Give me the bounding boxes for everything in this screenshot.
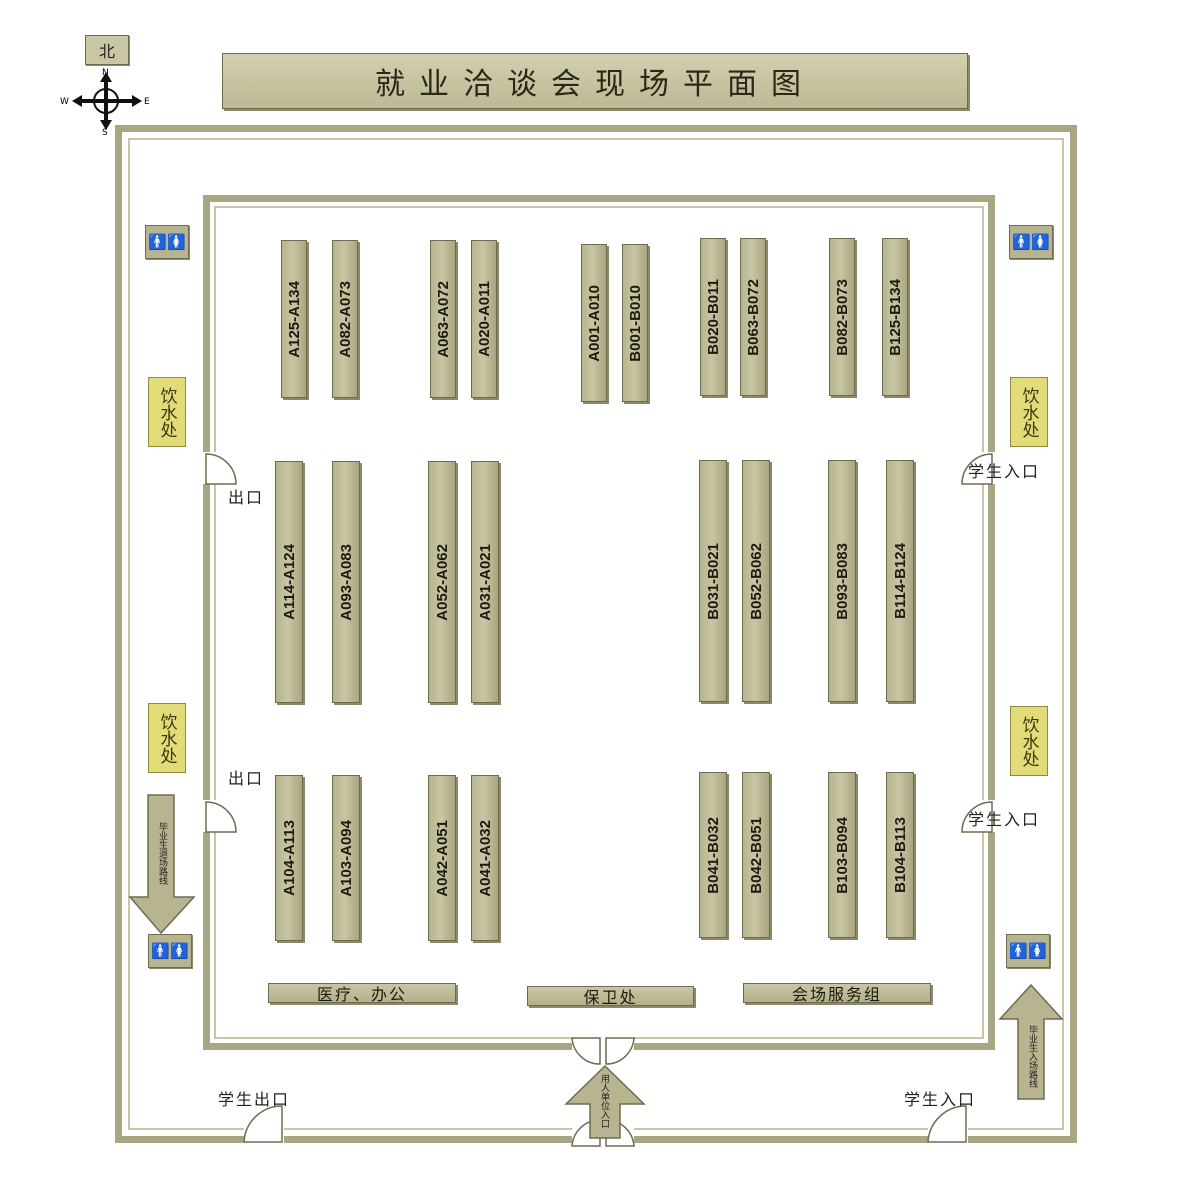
compass-n: N bbox=[102, 68, 109, 78]
exit-label-west-1: 出口 bbox=[228, 488, 265, 507]
booth-b-mid-4: B114-B124 bbox=[886, 460, 914, 702]
booth-b-bot-1: B041-B032 bbox=[699, 772, 727, 938]
water-station-west-2: 饮水处 bbox=[148, 703, 186, 773]
booth-b-top-3: B082-B073 bbox=[829, 238, 855, 396]
booth-a-top-1: A125-A134 bbox=[281, 240, 307, 398]
door-swing-icon bbox=[205, 453, 237, 485]
door-swing-icon bbox=[961, 453, 993, 485]
door-swing-icon bbox=[571, 1037, 635, 1065]
booth-b-top-2: B063-B072 bbox=[740, 238, 766, 396]
booth-a-top-4: A020-A011 bbox=[471, 240, 497, 398]
door-swing-icon bbox=[961, 801, 993, 833]
arrow-up-icon bbox=[998, 983, 1064, 1100]
arrow-down-icon bbox=[128, 794, 196, 935]
arrow-up-icon bbox=[564, 1064, 646, 1139]
restroom-icon: 🚹🚺 bbox=[148, 934, 192, 968]
water-station-east-2: 饮水处 bbox=[1010, 706, 1048, 776]
booth-a-mid-3: A052-A062 bbox=[428, 461, 456, 703]
booth-a-mid-1: A114-A124 bbox=[275, 461, 303, 703]
graduate-exit-route-label: 毕业生退场路线 bbox=[157, 822, 167, 885]
water-station-east-1: 饮水处 bbox=[1010, 377, 1048, 447]
water-station-west-1: 饮水处 bbox=[148, 377, 186, 447]
graduate-entrance-route-label: 毕业生入场路线 bbox=[1027, 1025, 1037, 1088]
door-swing-icon bbox=[927, 1105, 967, 1143]
compass-w: W bbox=[60, 97, 69, 107]
booth-a-top-2: A082-A073 bbox=[332, 240, 358, 398]
booth-b-mid-1: B031-B021 bbox=[699, 460, 727, 702]
booth-a-bot-2: A103-A094 bbox=[332, 775, 360, 941]
booth-center-1: A001-A010 bbox=[581, 244, 607, 402]
compass-icon: N S W E bbox=[60, 68, 150, 136]
booth-b-bot-3: B103-B094 bbox=[828, 772, 856, 938]
booth-b-bot-4: B104-B113 bbox=[886, 772, 914, 938]
booth-a-bot-4: A041-A032 bbox=[471, 775, 499, 941]
student-entrance-label-east-1: 学生入口 bbox=[968, 462, 1041, 481]
booth-a-mid-4: A031-A021 bbox=[471, 461, 499, 703]
booth-b-top-1: B020-B011 bbox=[700, 238, 726, 396]
security-office-area: 保卫处 bbox=[527, 986, 694, 1007]
booth-center-2: B001-B010 bbox=[622, 244, 648, 402]
booth-b-mid-3: B093-B083 bbox=[828, 460, 856, 702]
student-entrance-label-south: 学生入口 bbox=[904, 1090, 977, 1109]
student-entrance-label-east-2: 学生入口 bbox=[968, 810, 1041, 829]
compass-s: S bbox=[102, 128, 108, 136]
medical-office-area: 医疗、办公 bbox=[268, 983, 456, 1004]
exit-label-west-2: 出口 bbox=[228, 769, 265, 788]
door-swing-icon bbox=[243, 1105, 283, 1143]
restroom-icon: 🚹🚺 bbox=[145, 225, 189, 259]
student-exit-label: 学生出口 bbox=[218, 1090, 291, 1109]
booth-b-mid-2: B052-B062 bbox=[742, 460, 770, 702]
booth-b-top-4: B125-B134 bbox=[882, 238, 908, 396]
restroom-icon: 🚹🚺 bbox=[1009, 225, 1053, 259]
booth-a-bot-3: A042-A051 bbox=[428, 775, 456, 941]
booth-a-mid-2: A093-A083 bbox=[332, 461, 360, 703]
door-swing-icon bbox=[205, 801, 237, 833]
restroom-icon: 🚹🚺 bbox=[1006, 934, 1050, 968]
booth-a-bot-1: A104-A113 bbox=[275, 775, 303, 941]
compass-e: E bbox=[144, 97, 150, 107]
employer-entrance-label: 用人单位入口 bbox=[599, 1074, 609, 1128]
venue-service-area: 会场服务组 bbox=[743, 983, 931, 1004]
north-label: 北 bbox=[85, 35, 129, 65]
page-title: 就业洽谈会现场平面图 bbox=[222, 53, 968, 109]
booth-b-bot-2: B042-B051 bbox=[742, 772, 770, 938]
booth-a-top-3: A063-A072 bbox=[430, 240, 456, 398]
